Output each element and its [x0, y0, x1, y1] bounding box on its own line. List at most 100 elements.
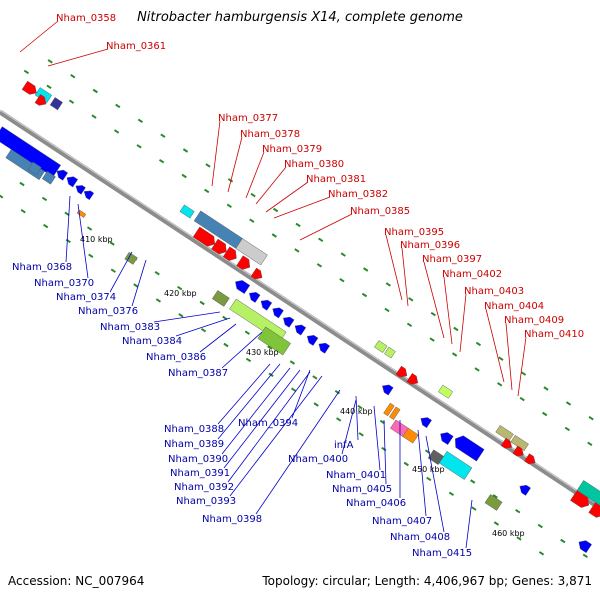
tick-mark [453, 326, 459, 332]
tick-mark [244, 330, 250, 335]
tick-mark [250, 192, 256, 198]
gene-feature [382, 384, 394, 396]
tick-mark [267, 345, 273, 350]
gene-feature [495, 425, 514, 442]
leader-line [217, 363, 281, 440]
tick-mark [334, 389, 341, 395]
tick-mark [200, 327, 207, 333]
tick-mark [88, 253, 94, 259]
gene-feature [27, 161, 42, 176]
leader-line [425, 435, 445, 533]
leader-line [341, 399, 357, 455]
tick-mark [23, 69, 30, 75]
kbp-label: 450 kbp [412, 465, 445, 474]
leader-line [223, 369, 301, 469]
leader-line [221, 367, 291, 455]
gene-feature [500, 437, 513, 449]
tick-mark [313, 402, 319, 407]
genome-backbone [0, 109, 600, 511]
gene-feature [402, 427, 419, 444]
tick-mark [271, 233, 277, 238]
gene-label-forward: Nham_0358 [56, 13, 116, 24]
gene-feature [570, 490, 589, 508]
gene-feature [49, 97, 63, 111]
kbp-label: 430 kbp [246, 348, 279, 357]
leader-line [401, 247, 409, 307]
tick-mark [204, 188, 210, 194]
leader-line [199, 323, 237, 353]
gene-label-forward: Nham_0361 [106, 41, 166, 52]
kbp-label: 440 kbp [340, 407, 373, 416]
leader-line [153, 311, 221, 323]
tick-mark [493, 521, 500, 526]
gene-features [0, 80, 600, 554]
tick-mark [295, 222, 301, 228]
gene-feature [211, 290, 230, 307]
gene-feature [283, 316, 295, 328]
gene-label-forward: Nham_0409 [504, 315, 564, 326]
tick-mark [336, 417, 342, 422]
leader-line [505, 322, 513, 391]
tick-mark [182, 148, 189, 153]
genome-backbone-highlight [0, 109, 600, 507]
gene-feature [374, 340, 388, 353]
tick-mark [542, 411, 548, 417]
gene-feature [179, 204, 195, 219]
tick-mark [43, 223, 49, 229]
leader-line [77, 203, 89, 279]
tick-mark [384, 307, 390, 313]
gene-label-reverse: Nham_0391 [170, 468, 230, 479]
gene-label-reverse: Nham_0392 [174, 482, 234, 493]
leader-line [109, 251, 133, 293]
gene-label-forward: Nham_0379 [262, 144, 322, 155]
leader-line [221, 331, 263, 369]
tick-mark [158, 158, 165, 164]
leader-line [385, 234, 403, 301]
leader-line [443, 276, 453, 345]
label-leader-lines [19, 20, 527, 549]
tick-mark [538, 551, 545, 556]
tick-mark [430, 311, 436, 317]
gene-label-reverse: Nham_0408 [390, 532, 450, 543]
gene-label-reverse: Nham_0374 [56, 292, 116, 303]
leader-line [227, 136, 243, 193]
gene-feature [420, 417, 432, 429]
tick-mark [340, 252, 346, 257]
gene-feature [21, 80, 37, 95]
tick-mark [290, 387, 297, 392]
gene-feature [34, 94, 47, 106]
tick-mark [65, 238, 71, 244]
tick-mark [226, 203, 232, 209]
tick-mark [64, 211, 70, 217]
accession-value: NC_007964 [75, 574, 145, 588]
leader-line [423, 261, 445, 339]
kbp-label: 410 kbp [80, 235, 113, 244]
gene-feature [76, 209, 87, 218]
gene-label-reverse: Nham_0376 [78, 306, 138, 317]
tick-mark [363, 267, 369, 272]
leader-line [245, 151, 265, 199]
tick-mark [312, 375, 318, 380]
leader-line [485, 308, 505, 383]
tick-mark [86, 226, 93, 231]
gene-label-reverse: Nham_0390 [168, 454, 228, 465]
gene-label-reverse: Nham_0387 [168, 368, 228, 379]
leader-line [47, 48, 109, 67]
gene-label-forward: Nham_0396 [400, 240, 460, 251]
tick-mark [289, 360, 296, 365]
leader-line [229, 375, 323, 497]
leader-line [211, 120, 221, 187]
tick-mark [316, 263, 323, 268]
tick-mark [492, 494, 498, 499]
tick-mark [245, 357, 252, 363]
map-title: Nitrobacter hamburgensis X14, complete g… [137, 10, 463, 25]
leader-line [227, 371, 311, 483]
gene-feature [211, 238, 227, 255]
tick-mark [110, 268, 116, 273]
accession-label: Accession: [8, 574, 72, 588]
leader-line [131, 259, 147, 307]
gene-label-reverse: Nham_0406 [346, 498, 406, 509]
tick-mark [68, 99, 75, 104]
tick-mark [137, 118, 144, 124]
